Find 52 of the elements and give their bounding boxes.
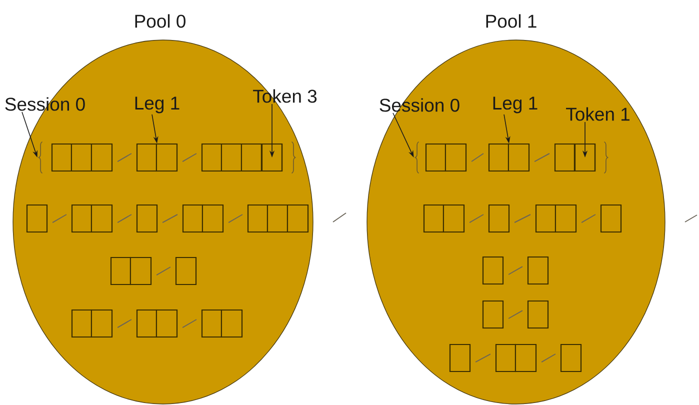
callout-label: Leg 1 xyxy=(493,96,538,114)
segmented-box xyxy=(425,143,467,172)
small-box xyxy=(26,204,48,233)
segmented-box xyxy=(201,309,243,338)
segmented-box xyxy=(182,204,224,233)
connector-line xyxy=(508,310,523,319)
callout-label: Token 1 xyxy=(566,107,630,121)
small-box xyxy=(136,204,158,233)
connector-line xyxy=(471,153,484,162)
connector-line xyxy=(182,153,197,162)
small-box xyxy=(600,204,622,233)
segmented-box xyxy=(535,204,577,233)
cell xyxy=(574,143,596,172)
connector-line xyxy=(117,214,132,223)
small-box xyxy=(449,344,471,372)
segmented-box xyxy=(488,143,530,172)
connector-line xyxy=(475,354,491,362)
segmented-box xyxy=(136,143,178,172)
segmented-box xyxy=(136,309,178,338)
pool-title: Pool 1 xyxy=(486,14,536,28)
connector-line xyxy=(117,153,132,162)
connector-line xyxy=(514,214,531,223)
segmented-box xyxy=(110,256,152,286)
small-box xyxy=(527,300,549,329)
curly-braces xyxy=(38,141,296,174)
segmented-box xyxy=(495,344,537,372)
connector-line xyxy=(581,214,596,223)
connector-line xyxy=(469,214,484,223)
connector-line xyxy=(508,266,523,275)
connector-line xyxy=(534,153,550,162)
small-box xyxy=(175,256,197,286)
callout-label: Leg 1 xyxy=(135,96,180,114)
connector-line xyxy=(228,214,243,223)
small-box xyxy=(488,204,510,233)
curly-braces xyxy=(414,141,608,174)
segmented-box xyxy=(71,309,113,338)
small-box xyxy=(482,256,504,285)
segmented-box xyxy=(247,204,309,234)
small-box xyxy=(482,300,504,329)
pool-title: Pool 0 xyxy=(135,14,186,28)
segmented-box xyxy=(71,204,113,233)
small-box xyxy=(560,344,582,372)
cell xyxy=(261,143,283,172)
segmented-box xyxy=(423,204,465,233)
connector-line xyxy=(541,354,556,362)
segmented-box xyxy=(51,142,113,172)
connector-line xyxy=(117,319,132,328)
connector-line xyxy=(156,266,171,276)
connector-line xyxy=(162,214,178,223)
connector-line xyxy=(182,319,197,328)
small-box xyxy=(527,256,549,285)
connector-line xyxy=(52,214,67,223)
